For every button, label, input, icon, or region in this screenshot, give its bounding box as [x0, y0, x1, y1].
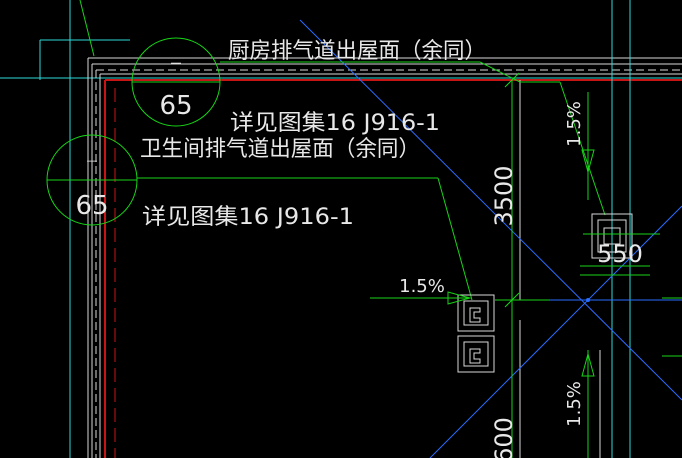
kitchen-callout-title: 厨房排气道出屋面（余同） [228, 39, 486, 64]
kitchen-index-sheet: — [171, 56, 182, 69]
diagonal-axis-lines [299, 19, 682, 458]
toilet-index-symbol: — 65 [46, 134, 138, 226]
dimension-3500: 3500 [490, 165, 518, 226]
dimension-600: 600 [490, 417, 518, 458]
kitchen-callout-reference: 详见图集16 J916-1 [230, 111, 440, 136]
toilet-index-number: 65 [75, 191, 108, 221]
slope-lower-right-label: 1.5% [564, 381, 585, 427]
kitchen-index-symbol: — 65 [131, 37, 221, 127]
toilet-leader-line [137, 177, 473, 301]
slope-arrow-upper-right [581, 92, 595, 200]
dimension-lines [495, 72, 660, 458]
slope-upper-right-label: 1.5% [564, 101, 585, 147]
dimension-550: 550 [597, 240, 643, 268]
toilet-exhaust-shafts [457, 294, 495, 373]
edge-ticks [662, 297, 682, 357]
slope-arrow-lower-right [581, 350, 595, 458]
kitchen-index-number: 65 [159, 91, 192, 121]
kitchen-exhaust-shaft [580, 213, 650, 276]
slope-horizontal-label: 1.5% [399, 276, 445, 297]
toilet-callout-title: 卫生间排气道出屋面（余同） [140, 137, 420, 162]
slope-arrow-horizontal [370, 291, 472, 305]
toilet-index-sheet: — [87, 154, 98, 167]
toilet-callout-reference: 详见图集16 J916-1 [142, 205, 354, 230]
